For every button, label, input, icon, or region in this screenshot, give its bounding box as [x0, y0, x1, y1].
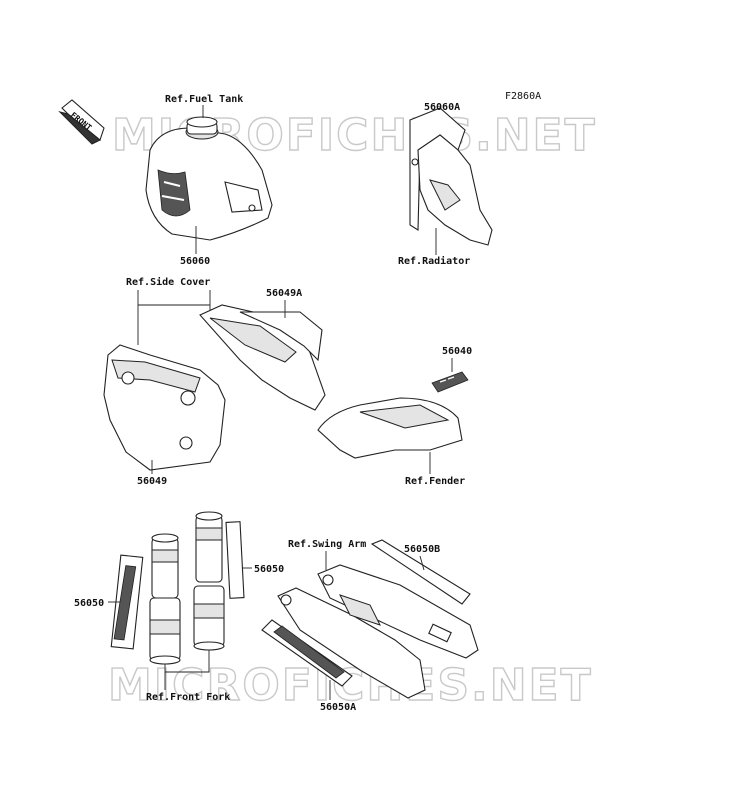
part-56060a-label: 56060A	[424, 102, 460, 113]
side-cover-part	[103, 344, 226, 471]
part-56050-left-label: 56050	[74, 598, 104, 609]
swing-arm-decal-part	[370, 539, 471, 605]
part-56049a-label: 56049A	[266, 288, 302, 299]
fork-decal-strip	[225, 521, 245, 599]
watermark-bottom: MICROFICHES.NET	[108, 660, 593, 711]
ref-swing-arm-label: Ref.Swing Arm	[288, 538, 366, 550]
swing-arm-part	[277, 564, 479, 699]
fuel-tank-part	[145, 116, 273, 241]
ref-fuel-tank-label: Ref.Fuel Tank	[165, 94, 243, 105]
ref-radiator-label: Ref.Radiator	[398, 255, 470, 267]
fork-decal-left-part	[110, 554, 144, 650]
rear-fender-part	[317, 397, 463, 459]
part-56060-label: 56060	[180, 256, 210, 267]
part-56050b-label: 56050B	[404, 544, 440, 555]
radiator-shroud-part	[409, 107, 493, 246]
ref-fender-label: Ref.Fender	[405, 476, 465, 487]
decal-56040-part	[431, 371, 469, 393]
part-56050-right-label: 56050	[254, 564, 284, 575]
part-56040-label: 56040	[442, 346, 472, 357]
ref-front-fork-label: Ref.Front Fork	[146, 692, 230, 703]
part-56049-label: 56049	[137, 476, 167, 487]
swing-arm-decal-a-part	[261, 619, 353, 687]
rear-side-cover-part	[199, 304, 326, 411]
front-arrow-icon: FRONT	[58, 99, 105, 145]
front-fork-left-part	[149, 533, 181, 665]
part-56050a-label: 56050A	[320, 702, 356, 713]
front-fork-right-part	[193, 511, 225, 651]
ref-side-cover-label: Ref.Side Cover	[126, 276, 210, 288]
diagram-code: F2860A	[505, 91, 541, 102]
